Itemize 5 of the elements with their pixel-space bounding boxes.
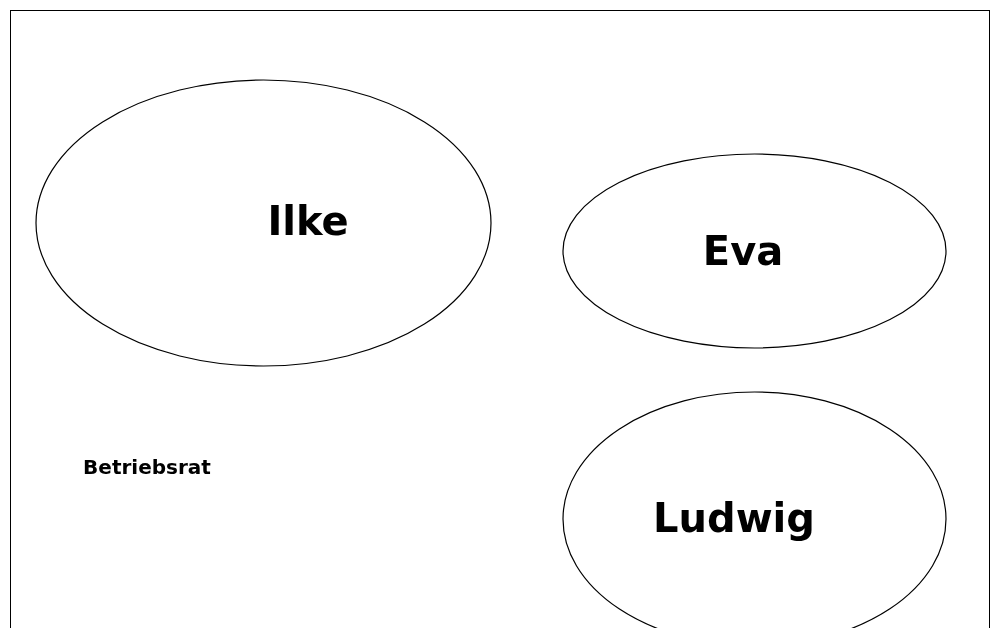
name-label: Eva xyxy=(702,228,784,274)
group-label: Betriebsrat xyxy=(83,455,211,479)
name-label: Ludwig xyxy=(653,495,815,541)
frame-box xyxy=(10,10,990,628)
name-label: Ilke xyxy=(267,198,349,244)
